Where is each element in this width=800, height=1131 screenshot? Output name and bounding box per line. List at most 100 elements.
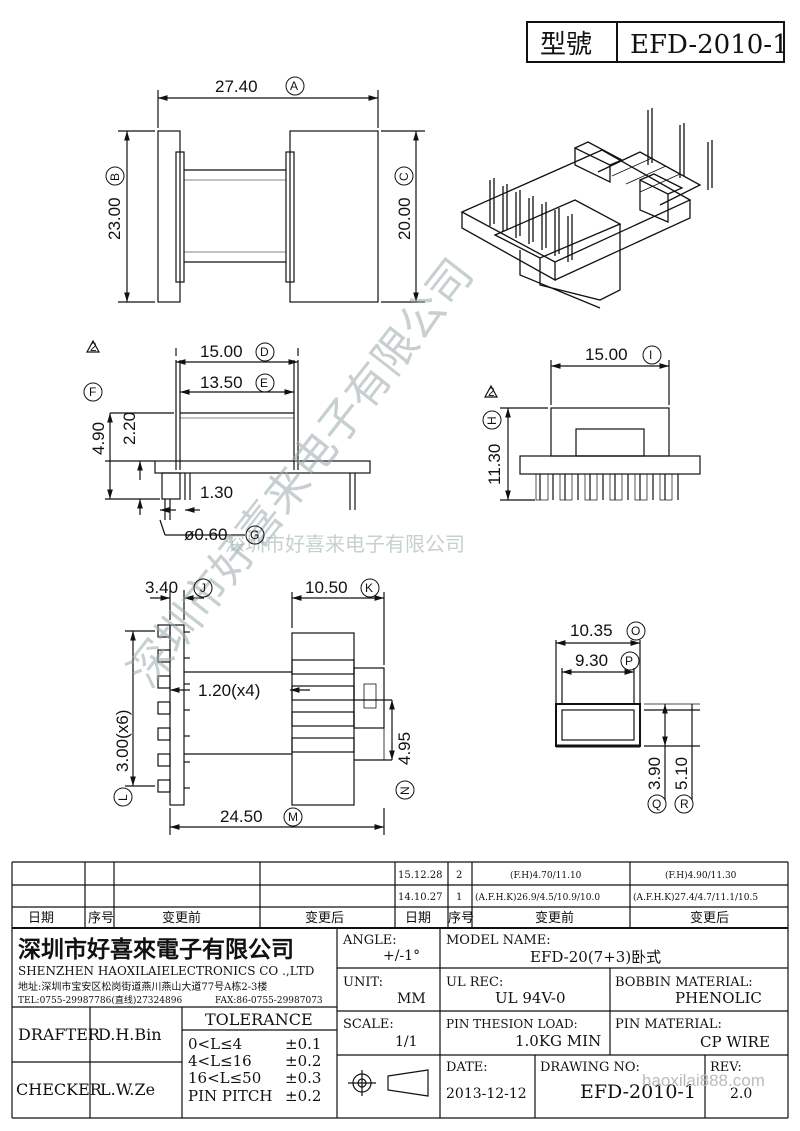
model-name-label: MODEL NAME: xyxy=(446,933,551,948)
dim-e-value: 13.50 xyxy=(200,373,243,392)
dim-k-ref: K xyxy=(365,581,373,595)
rev-row-1-after: (F.H)4.90/11.30 xyxy=(665,870,737,881)
rev-header-no: 序号 xyxy=(448,911,474,926)
scale-value: 1/1 xyxy=(395,1034,418,1050)
site-watermark: haoxilai888.com xyxy=(642,1071,765,1090)
dim-f-sub: 2.20 xyxy=(120,412,139,445)
watermark-line: 深圳市好喜来电子有限公司 xyxy=(225,532,465,556)
rev-header-no-left: 序号 xyxy=(88,911,114,926)
rev-row-2-before: (A.F.H.K)26.9/4.5/10.9/10.0 xyxy=(475,892,600,903)
rev-header-after: 变更后 xyxy=(690,910,729,926)
rev-mark-side: 2 xyxy=(488,385,495,399)
date-value: 2013-12-12 xyxy=(446,1086,527,1102)
bobbin-label: BOBBIN MATERIAL: xyxy=(615,975,753,990)
dim-r-ref: R xyxy=(680,797,689,811)
checker-value: L.W.Ze xyxy=(100,1080,155,1099)
tol-value-1: ±0.1 xyxy=(285,1035,321,1053)
dim-a-value: 27.40 xyxy=(215,77,258,96)
dim-a-ref: A xyxy=(290,79,298,93)
dim-m-ref: M xyxy=(288,810,298,824)
rev-row-1-no: 2 xyxy=(456,870,462,881)
unit-value: MM xyxy=(397,991,426,1007)
dim-b-value: 23.00 xyxy=(105,197,124,240)
front-view xyxy=(85,339,371,536)
dim-n-value: 4.95 xyxy=(395,732,414,765)
checker-label: CHECKER xyxy=(16,1080,103,1099)
dim-d-ref: D xyxy=(260,345,269,359)
isometric-view xyxy=(460,108,713,309)
model-title-block xyxy=(526,21,785,63)
tol-value-2: ±0.2 xyxy=(285,1052,321,1070)
model-label: 型號 xyxy=(540,30,592,60)
tol-value-4: ±0.2 xyxy=(285,1087,321,1105)
rev-row-2-no: 1 xyxy=(456,892,462,903)
dim-c-value: 20.00 xyxy=(395,197,414,240)
bottom-view xyxy=(125,590,395,835)
pin-load-label: PIN THESION LOAD: xyxy=(446,1017,578,1031)
dim-f-value: 4.90 xyxy=(89,422,108,455)
dim-p-value: 9.30 xyxy=(575,651,608,670)
dim-o-value: 10.35 xyxy=(570,621,613,640)
tol-range-2: 4<L≤16 xyxy=(188,1052,252,1070)
dim-f-ref: F xyxy=(89,385,96,399)
dim-g-ref: G xyxy=(250,528,259,542)
bobbin-value: PHENOLIC xyxy=(675,989,762,1007)
watermark-diagonal: 深圳市好喜来电子有限公司 xyxy=(118,249,483,696)
dim-q-ref: Q xyxy=(652,797,661,811)
tol-range-1: 0<L≤4 xyxy=(188,1035,242,1053)
drafter-label: DRAFTER xyxy=(18,1025,101,1044)
top-view xyxy=(118,90,425,303)
tolerance-title: TOLERANCE xyxy=(205,1010,313,1029)
rev-row-2-date: 14.10.27 xyxy=(398,892,443,903)
dim-e-ref: E xyxy=(260,376,268,390)
dim-b-ref: B xyxy=(108,173,122,181)
dim-i-value: 15.00 xyxy=(585,345,628,364)
model-value: EFD-2010-1 xyxy=(630,30,789,60)
tol-value-3: ±0.3 xyxy=(285,1069,321,1087)
dim-h-ref: H xyxy=(485,416,499,425)
dim-h-value: 11.30 xyxy=(485,444,504,485)
rev-mark-front: 2 xyxy=(90,340,97,354)
dim-m-value: 24.50 xyxy=(220,807,263,826)
dim-pin-length: 1.30 xyxy=(200,483,233,502)
rev-header-before: 变更前 xyxy=(535,910,574,926)
drawing-no-value: EFD-2010-1 xyxy=(580,1081,696,1103)
rev-header-after-left: 变更后 xyxy=(305,910,344,926)
date-label: DATE: xyxy=(446,1060,488,1075)
dim-o-ref: O xyxy=(631,624,640,638)
pin-load-value: 1.0KG MIN xyxy=(515,1032,601,1050)
tol-range-4: PIN PITCH xyxy=(188,1087,273,1105)
dim-g-value: ø0.60 xyxy=(184,525,227,544)
company-name-cn: 深圳市好喜來電子有限公司 xyxy=(18,936,294,963)
ul-value: UL 94V-0 xyxy=(495,989,566,1007)
dim-i-ref: I xyxy=(649,348,652,362)
side-view xyxy=(483,360,701,501)
dim-slot-value: 1.20(x4) xyxy=(198,681,260,700)
angle-label: ANGLE: xyxy=(342,933,397,948)
angle-value: +/-1° xyxy=(383,948,420,964)
revision-table xyxy=(11,861,789,1118)
dim-l-value: 3.00(x6) xyxy=(113,710,132,772)
dim-k-value: 10.50 xyxy=(305,578,348,597)
title-block-grid xyxy=(12,928,788,1119)
rev-header-before-left: 变更前 xyxy=(162,910,201,926)
rev-value: 2.0 xyxy=(730,1086,752,1102)
rev-row-2-after: (A.F.H.K)27.4/4.7/11.1/10.5 xyxy=(633,892,758,903)
company-address: 地址:深圳市宝安区松岗街道燕川燕山大道77号A栋2-3楼 xyxy=(18,980,267,993)
dim-c-ref: C xyxy=(397,172,411,181)
dim-n-ref: N xyxy=(398,786,412,795)
rev-row-1-before: (F.H)4.70/11.10 xyxy=(510,870,582,881)
rev-label: REV: xyxy=(710,1060,742,1075)
drafter-value: D.H.Bin xyxy=(98,1025,162,1044)
drawing-no-label: DRAWING NO: xyxy=(540,1060,640,1075)
dim-j-ref: J xyxy=(200,581,206,595)
section-view xyxy=(555,640,700,800)
dim-j-value: 3.40 xyxy=(145,578,178,597)
dim-p-ref: P xyxy=(625,654,633,668)
rev-header-date: 日期 xyxy=(405,911,431,926)
ul-label: UL REC: xyxy=(446,975,503,990)
dim-d-value: 15.00 xyxy=(200,342,243,361)
pin-material-value: CP WIRE xyxy=(700,1033,770,1051)
